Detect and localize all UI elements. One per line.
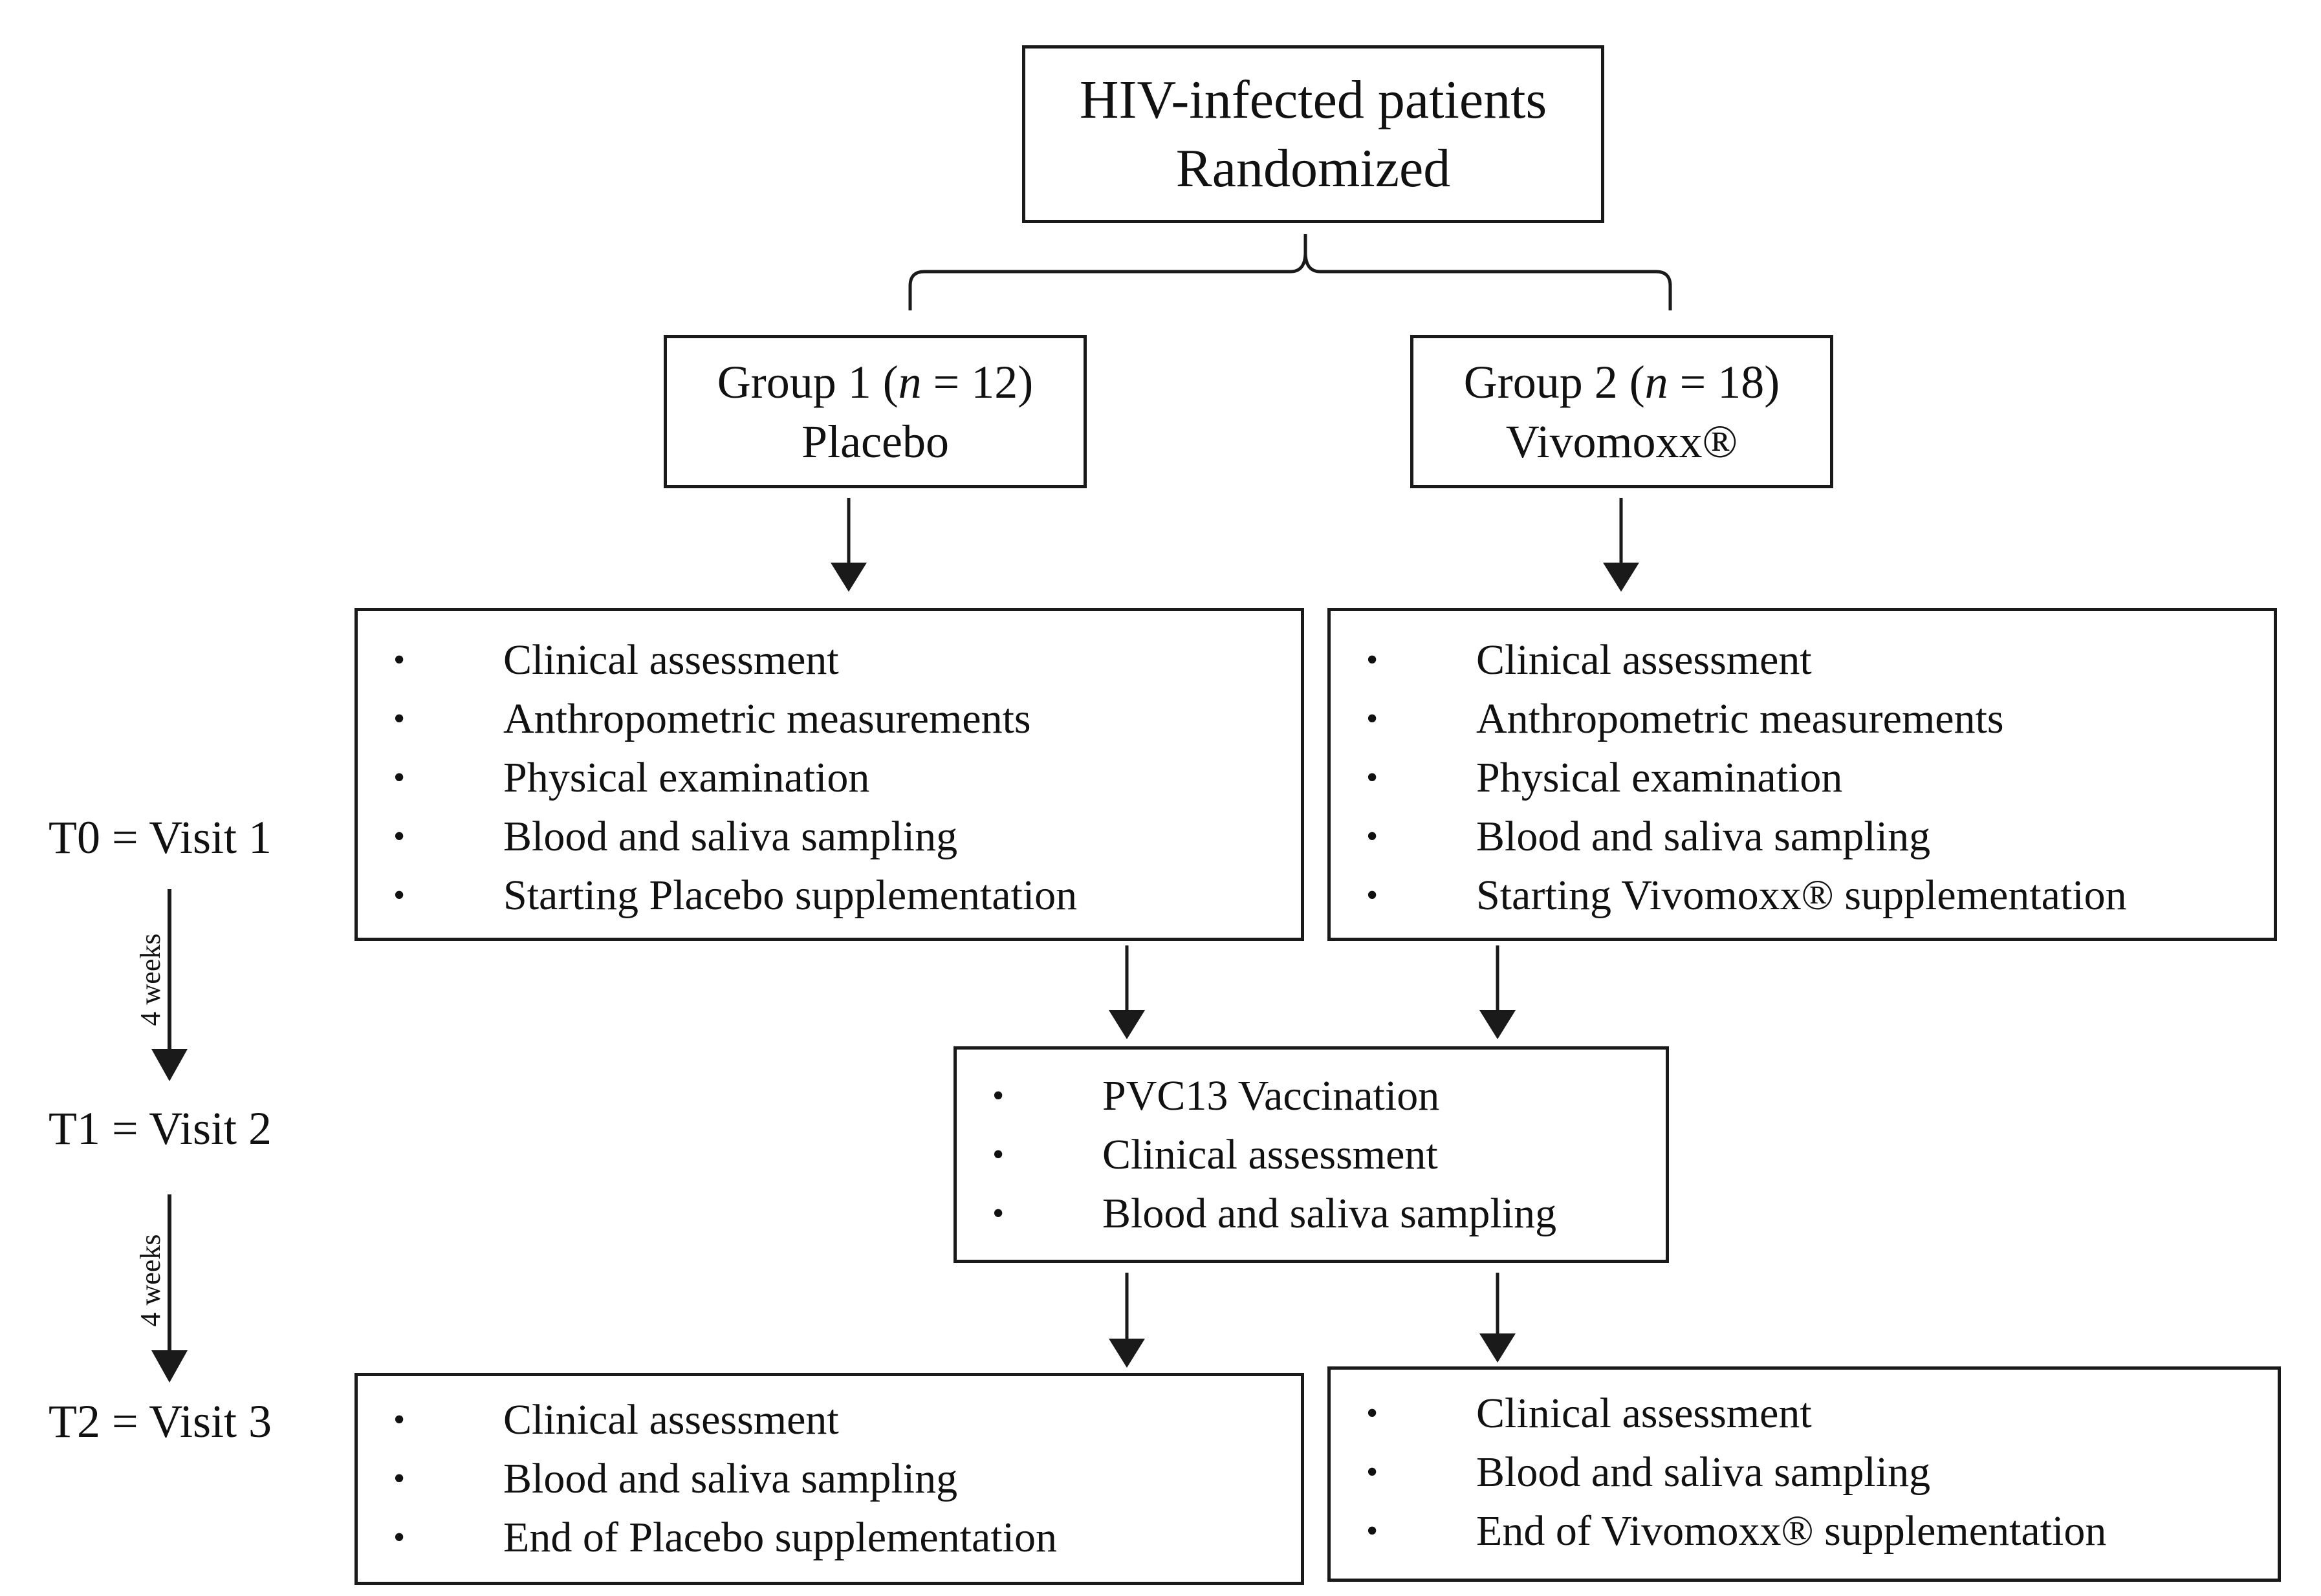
visit3-placebo-list: •Clinical assessment •Blood and saliva s… — [358, 1390, 1301, 1567]
bullet: • — [393, 700, 406, 737]
randomized-label: Randomized — [1175, 138, 1451, 199]
list-item: •Blood and saliva sampling — [1331, 1443, 2278, 1502]
bullet: • — [1366, 818, 1378, 855]
list-item: •Anthropometric measurements — [358, 689, 1301, 748]
interval-label-2: 4 weeks — [135, 1234, 166, 1327]
bullet: • — [393, 1519, 406, 1556]
visit2-box: •PVC13 Vaccination •Clinical assessment … — [953, 1046, 1669, 1263]
arrow-visit2-to-visit3-vivomoxx — [1479, 1273, 1516, 1363]
group1-treatment: Placebo — [801, 415, 949, 468]
list-item: •Clinical assessment — [358, 1390, 1301, 1449]
list-item: •Blood and saliva sampling — [957, 1184, 1666, 1243]
visit-label-t1: T1 = Visit 2 — [49, 1103, 272, 1154]
arrow-group1-to-visit1 — [831, 498, 867, 592]
arrow-visit1-placebo-to-visit2 — [1109, 945, 1145, 1039]
bullet: • — [992, 1077, 1005, 1114]
arrow-visit2-to-visit3-placebo — [1109, 1273, 1145, 1368]
visit2-list: •PVC13 Vaccination •Clinical assessment … — [957, 1066, 1666, 1243]
list-item: •Starting Placebo supplementation — [358, 866, 1301, 925]
list-item: •Blood and saliva sampling — [358, 1449, 1301, 1508]
list-item: •Clinical assessment — [1331, 631, 2274, 689]
bullet: • — [1366, 1395, 1378, 1432]
list-item: •Physical examination — [358, 748, 1301, 807]
bullet: • — [393, 1460, 406, 1497]
visit1-placebo-box: •Clinical assessment •Anthropometric mea… — [354, 608, 1304, 941]
timeline-arrow-t0-t1 — [151, 889, 188, 1081]
group1-size: Group 1 (n = 12) — [717, 356, 1034, 408]
visit3-placebo-box: •Clinical assessment •Blood and saliva s… — [354, 1373, 1304, 1585]
bullet: • — [1366, 700, 1378, 737]
bullet: • — [992, 1195, 1005, 1232]
list-item: •End of Vivomoxx® supplementation — [1331, 1502, 2278, 1560]
visit3-vivomoxx-box: •Clinical assessment •Blood and saliva s… — [1327, 1366, 2281, 1582]
bullet: • — [1366, 877, 1378, 914]
group2-box: Group 2 (n = 18) Vivomoxx® — [1410, 335, 1833, 488]
list-item: •Clinical assessment — [957, 1125, 1666, 1184]
list-item: •End of Placebo supplementation — [358, 1508, 1301, 1567]
list-item: •Clinical assessment — [358, 631, 1301, 689]
visit-label-t2: T2 = Visit 3 — [49, 1396, 272, 1447]
visit1-placebo-list: •Clinical assessment •Anthropometric mea… — [358, 631, 1301, 925]
timeline-arrow-t1-t2 — [151, 1194, 188, 1383]
population-label: HIV-infected patients — [1079, 69, 1547, 130]
bullet: • — [393, 1401, 406, 1438]
bullet: • — [393, 642, 406, 678]
list-item: •Blood and saliva sampling — [1331, 807, 2274, 866]
list-item: •Physical examination — [1331, 748, 2274, 807]
bullet: • — [1366, 1513, 1378, 1549]
visit1-vivomoxx-list: •Clinical assessment •Anthropometric mea… — [1331, 631, 2274, 925]
list-item: •Anthropometric measurements — [1331, 689, 2274, 748]
bullet: • — [393, 759, 406, 796]
visit1-vivomoxx-box: •Clinical assessment •Anthropometric mea… — [1327, 608, 2277, 941]
bullet: • — [992, 1136, 1005, 1173]
group2-size: Group 2 (n = 18) — [1463, 356, 1780, 408]
bullet: • — [393, 818, 406, 855]
bullet: • — [393, 877, 406, 914]
arrow-visit1-vivomoxx-to-visit2 — [1479, 945, 1516, 1039]
visit3-vivomoxx-list: •Clinical assessment •Blood and saliva s… — [1331, 1384, 2278, 1560]
group2-treatment: Vivomoxx® — [1505, 415, 1738, 468]
group1-box: Group 1 (n = 12) Placebo — [664, 335, 1087, 488]
list-item: •Clinical assessment — [1331, 1384, 2278, 1443]
visit-label-t0: T0 = Visit 1 — [49, 812, 272, 863]
list-item: •Starting Vivomoxx® supplementation — [1331, 866, 2274, 925]
bullet: • — [1366, 759, 1378, 796]
bullet: • — [1366, 1454, 1378, 1491]
list-item: •Blood and saliva sampling — [358, 807, 1301, 866]
randomization-box: HIV-infected patients Randomized — [1022, 45, 1604, 223]
interval-label-1: 4 weeks — [135, 933, 166, 1026]
split-brace — [908, 234, 1672, 310]
arrow-group2-to-visit1 — [1603, 498, 1639, 592]
bullet: • — [1366, 642, 1378, 678]
list-item: •PVC13 Vaccination — [957, 1066, 1666, 1125]
